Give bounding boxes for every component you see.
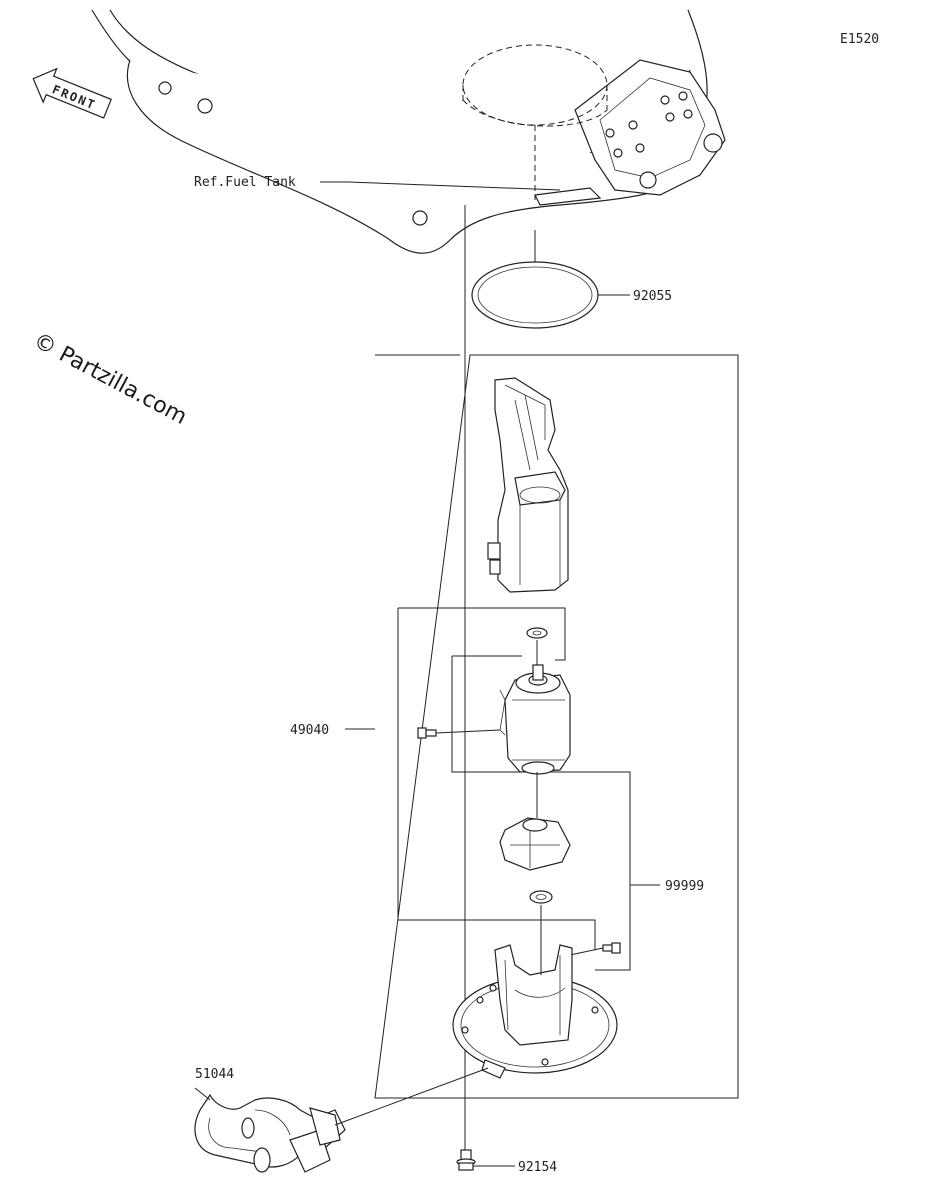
label-49040: 49040 xyxy=(290,723,329,738)
o-ring-92055 xyxy=(471,261,599,329)
fuel-hose-51044 xyxy=(194,1093,346,1173)
fuel-tank-reference xyxy=(91,9,726,254)
bolt-92154 xyxy=(456,1149,476,1171)
front-arrow-icon: FRONT xyxy=(32,67,112,119)
label-99999: 99999 xyxy=(665,879,704,894)
ref-fuel-tank-label: Ref.Fuel Tank xyxy=(194,175,296,190)
screw-small-left xyxy=(417,727,437,739)
fuel-pump-regulator xyxy=(499,817,571,871)
screw-small-right xyxy=(602,942,621,954)
fuel-pump-base-flange xyxy=(452,944,618,1079)
label-51044: 51044 xyxy=(195,1067,234,1082)
watermark: © Partzilla.com xyxy=(29,328,191,430)
label-92055: 92055 xyxy=(633,289,672,304)
diagram-code: E1520 xyxy=(840,32,879,47)
washer-bottom xyxy=(529,890,553,904)
fuel-pump-upper-housing xyxy=(487,377,569,593)
label-92154: 92154 xyxy=(518,1160,557,1175)
fuel-pump-motor xyxy=(499,664,571,775)
washer-top xyxy=(526,627,548,639)
